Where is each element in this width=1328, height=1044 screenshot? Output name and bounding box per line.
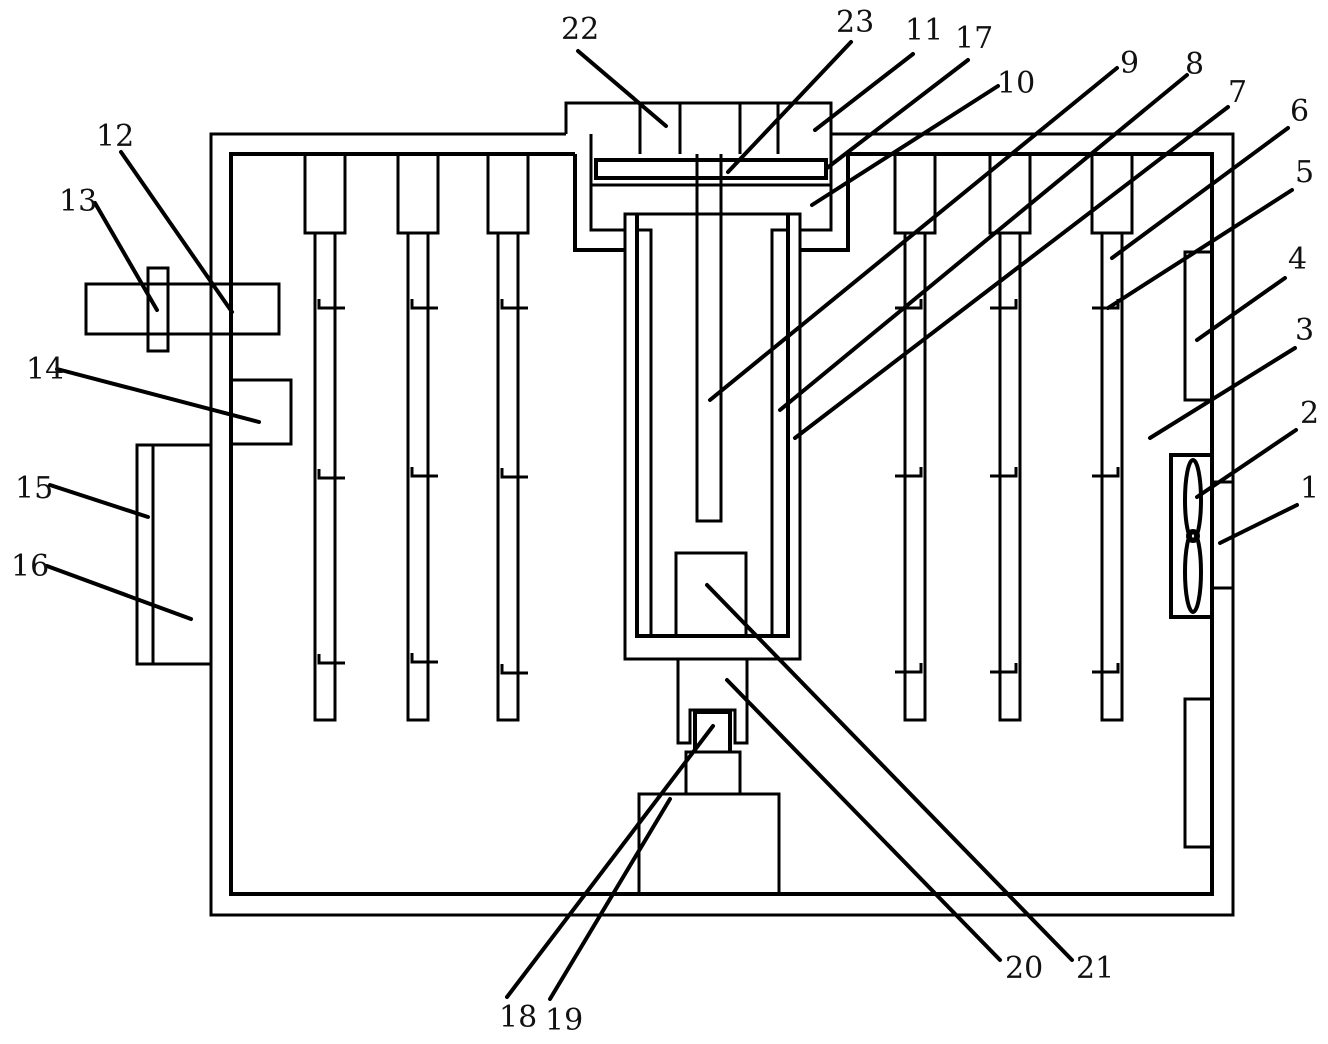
hook [895, 663, 923, 674]
hanging-rod [303, 152, 347, 722]
reference-label-12: 12 [96, 119, 134, 154]
leader-line-11 [813, 52, 915, 132]
top-motor-block [589, 103, 833, 154]
leader-line-9 [708, 66, 1119, 402]
hook [317, 299, 345, 310]
hook [895, 467, 923, 478]
reference-label-13: 13 [59, 184, 97, 219]
reference-label-4: 4 [1288, 242, 1307, 277]
reference-label-1: 1 [1300, 471, 1319, 506]
support-20 [676, 659, 749, 745]
leader-line-18 [505, 724, 715, 999]
leader-line-20 [725, 678, 1002, 962]
hanging-rod [396, 152, 440, 722]
reference-label-19: 19 [545, 1003, 583, 1038]
leader-line-4 [1195, 276, 1287, 342]
reference-label-22: 22 [561, 12, 599, 47]
reference-label-16: 16 [11, 549, 49, 584]
reference-label-11: 11 [905, 13, 943, 48]
hook [500, 299, 528, 310]
hook [500, 664, 528, 675]
vent-1 [1212, 480, 1233, 590]
fan-housing [1169, 453, 1214, 619]
leader-line-13 [93, 201, 159, 312]
pipe-12 [84, 282, 281, 336]
hanging-rod [486, 152, 530, 722]
heater-lower [1183, 697, 1214, 849]
reference-label-6: 6 [1290, 94, 1309, 129]
heater-4 [1183, 250, 1214, 402]
rod-clamp [486, 152, 530, 235]
inner-liner-left [637, 228, 653, 636]
reference-label-10: 10 [997, 66, 1035, 101]
reference-label-7: 7 [1228, 75, 1247, 110]
hook [410, 467, 438, 478]
rod-clamp [303, 152, 347, 235]
leader-line-5 [1106, 188, 1294, 310]
valve-13 [146, 266, 170, 353]
leader-line-22 [576, 49, 668, 128]
reference-label-5: 5 [1295, 155, 1314, 190]
leader-line-2 [1195, 428, 1298, 499]
rod-clamp [396, 152, 440, 235]
fan-icon [1183, 458, 1203, 614]
reference-label-14: 14 [26, 352, 64, 387]
leader-line-17 [825, 58, 970, 170]
stirring-shaft-9 [695, 154, 723, 523]
hook [410, 653, 438, 664]
leader-line-1 [1218, 503, 1299, 545]
reference-label-2: 2 [1300, 396, 1319, 431]
leader-line-12 [119, 150, 234, 314]
plate-17 [594, 158, 828, 180]
hook [990, 299, 1018, 310]
door-16 [135, 443, 213, 666]
leader-line-8 [778, 73, 1189, 412]
shaft-tip-18 [693, 710, 732, 752]
hook [990, 467, 1018, 478]
leader-line-15 [48, 483, 150, 519]
leader-line-21 [705, 583, 1074, 962]
hook [990, 663, 1018, 674]
hanging-rods [303, 152, 1134, 722]
upper-frame-10 [589, 154, 833, 232]
reference-label-15: 15 [15, 471, 53, 506]
reference-label-8: 8 [1185, 47, 1204, 82]
hanging-rod [1090, 152, 1134, 722]
inner-liner-right [770, 228, 788, 636]
reference-label-9: 9 [1120, 46, 1139, 81]
reference-label-17: 17 [955, 21, 993, 56]
hook [1092, 663, 1120, 674]
reference-label-20: 20 [1005, 951, 1043, 986]
hanging-rod [988, 152, 1032, 722]
motor-base-19 [637, 792, 781, 894]
hook [1092, 467, 1120, 478]
leader-line-16 [45, 564, 193, 621]
hook [317, 654, 345, 665]
hook [410, 299, 438, 310]
leader-line-7 [793, 105, 1230, 440]
inner-chamber-left-step [573, 154, 625, 252]
reference-label-18: 18 [499, 1000, 537, 1035]
leader-lines [45, 40, 1299, 1001]
coupling [684, 750, 742, 796]
block-21 [674, 551, 748, 638]
leader-line-10 [810, 84, 1000, 207]
reference-label-23: 23 [836, 5, 874, 40]
hanging-rod [893, 152, 937, 722]
outer-container-7 [623, 212, 802, 661]
leader-line-6 [1110, 126, 1290, 260]
leader-line-14 [55, 367, 261, 424]
leader-line-3 [1148, 346, 1297, 440]
inner-container-8 [635, 214, 790, 638]
leader-line-23 [726, 40, 853, 174]
hook [317, 469, 345, 480]
hook [500, 468, 528, 479]
reference-label-3: 3 [1295, 313, 1314, 348]
leader-line-19 [548, 797, 672, 1001]
reference-label-21: 21 [1076, 951, 1114, 986]
box-14 [229, 378, 293, 446]
